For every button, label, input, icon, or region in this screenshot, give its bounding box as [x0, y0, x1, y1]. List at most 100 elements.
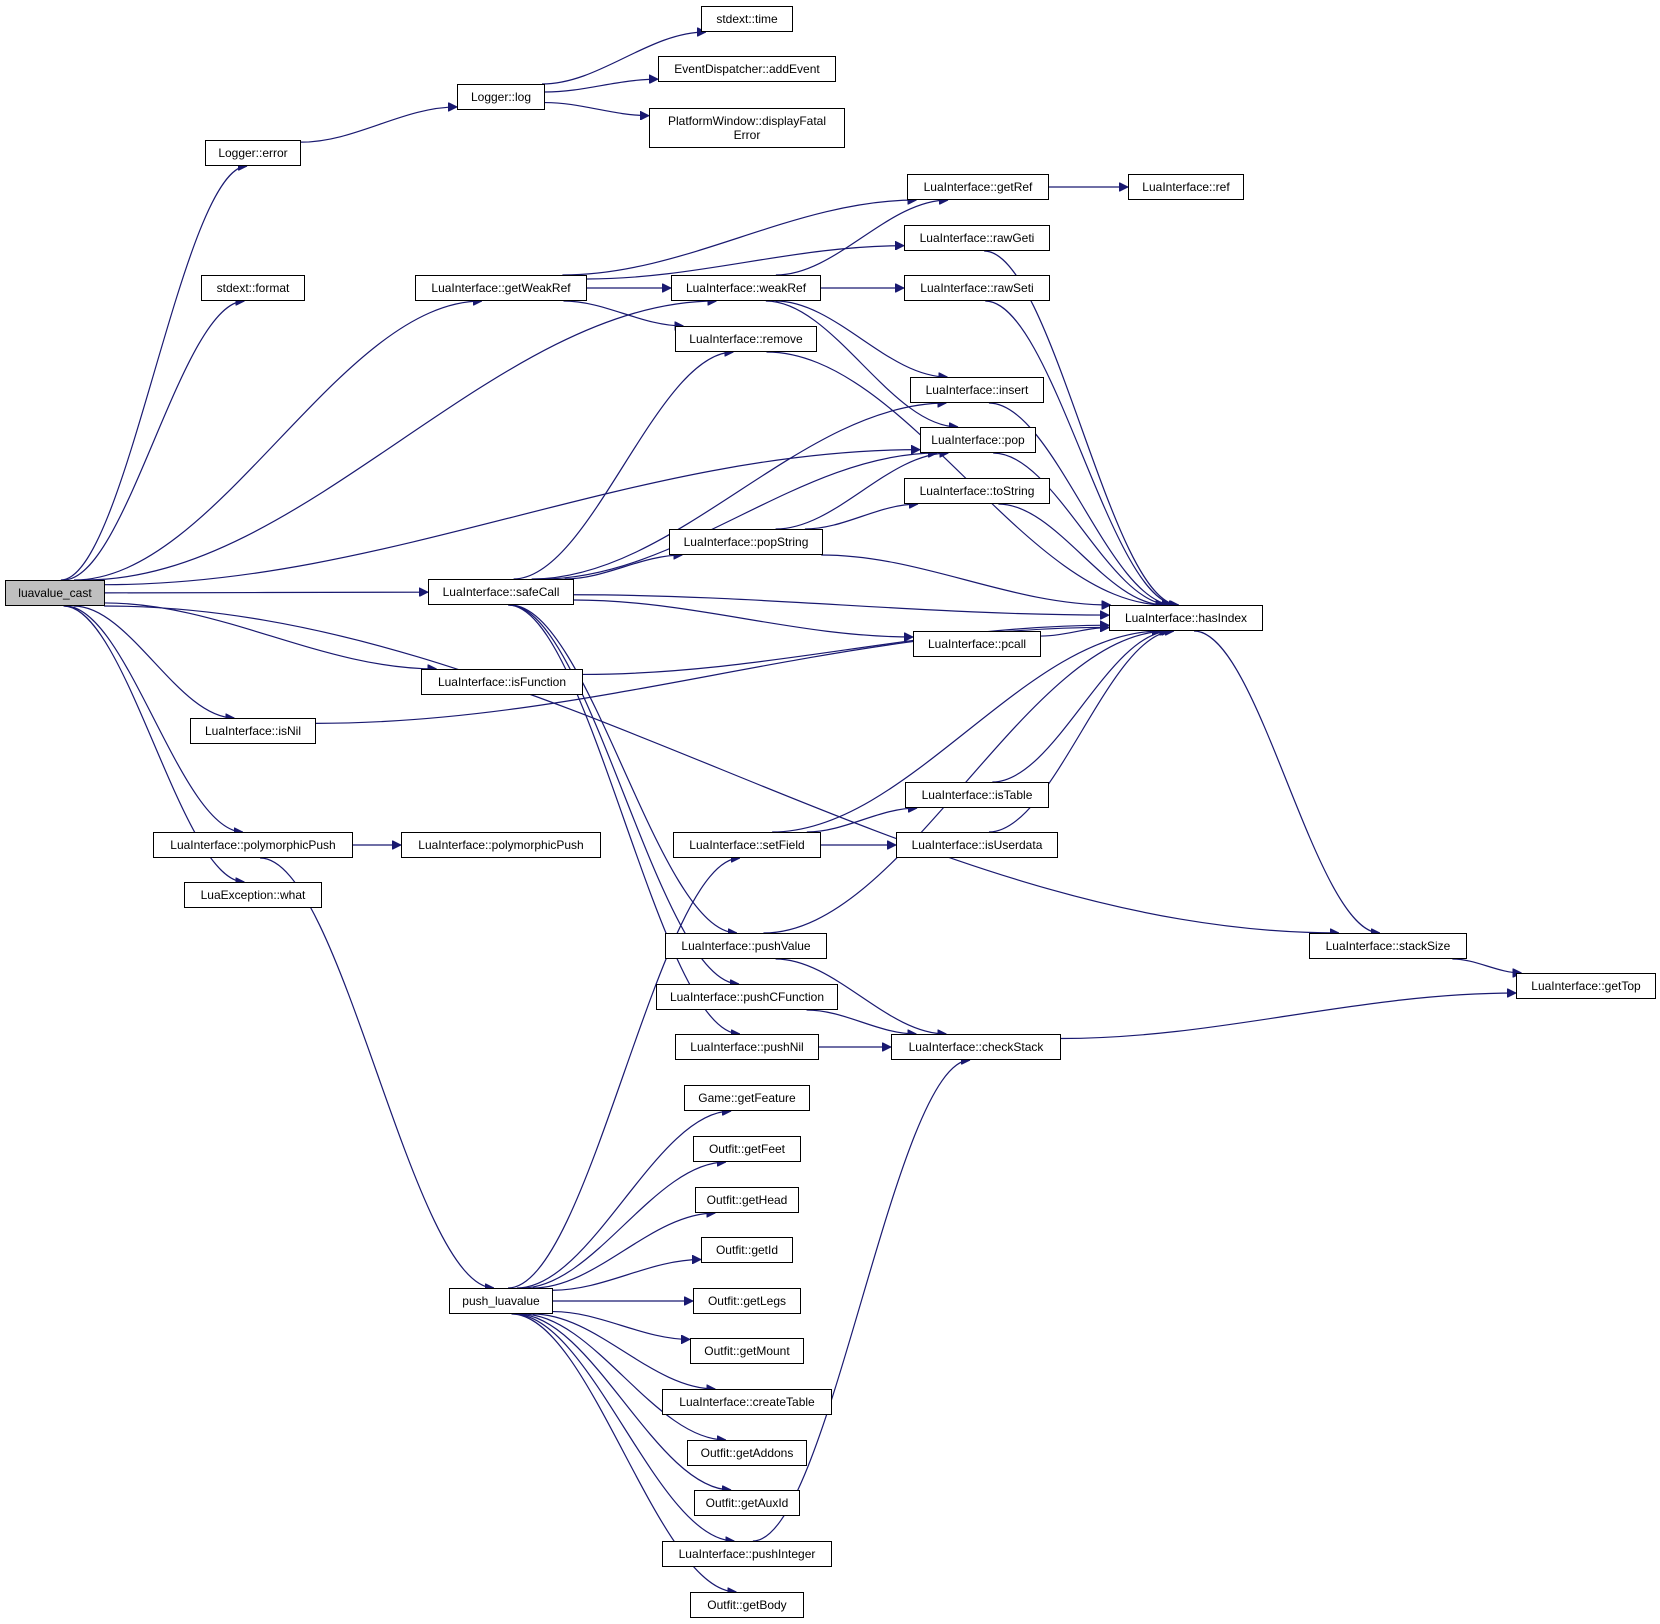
node-safecall[interactable]: LuaInterface::safeCall — [428, 579, 574, 605]
node-pp2[interactable]: LuaInterface::polymorphicPush — [401, 832, 601, 858]
edge-hasidx-to-ssize — [1194, 630, 1380, 933]
node-label: Outfit::getMount — [704, 1344, 790, 1358]
node-istable[interactable]: LuaInterface::isTable — [905, 782, 1049, 808]
node-fmt[interactable]: stdext::format — [201, 275, 305, 301]
node-auxid[interactable]: Outfit::getAuxId — [694, 1490, 800, 1516]
node-gwr[interactable]: LuaInterface::getWeakRef — [415, 275, 587, 301]
node-dfe[interactable]: PlatformWindow::displayFatal Error — [649, 108, 845, 148]
node-setfield[interactable]: LuaInterface::setField — [673, 832, 821, 858]
node-tostr[interactable]: LuaInterface::toString — [904, 478, 1050, 504]
edge-setfield-to-hasidx — [772, 631, 1161, 833]
node-label: LuaInterface::checkStack — [908, 1040, 1044, 1054]
node-label: LuaInterface::setField — [689, 838, 805, 852]
edge-wr-to-insert — [775, 300, 947, 377]
node-label: LuaInterface::pushNil — [690, 1040, 804, 1054]
node-what[interactable]: LuaException::what — [184, 882, 322, 908]
edge-pp1-to-pushlv — [260, 857, 494, 1288]
node-isnil[interactable]: LuaInterface::isNil — [190, 718, 316, 744]
node-logerr[interactable]: Logger::error — [205, 140, 301, 166]
edge-istable-to-hasidx — [992, 631, 1170, 783]
node-pushlv[interactable]: push_luavalue — [449, 1288, 553, 1314]
edge-pop-to-hasidx — [993, 452, 1171, 605]
node-wr[interactable]: LuaInterface::weakRef — [671, 275, 821, 301]
node-body[interactable]: Outfit::getBody — [690, 1592, 804, 1618]
node-addev[interactable]: EventDispatcher::addEvent — [658, 56, 836, 82]
edge-safecall-to-hasidx — [573, 594, 1109, 615]
edge-popstr-to-pop — [775, 453, 949, 530]
node-ssize[interactable]: LuaInterface::stackSize — [1309, 933, 1467, 959]
edge-pushcf-to-chkstack — [806, 1009, 917, 1034]
node-getid[interactable]: Outfit::getId — [701, 1237, 793, 1263]
edge-root-to-wr — [84, 301, 716, 581]
edge-safecall-to-pushcf — [508, 604, 739, 984]
node-pushnil[interactable]: LuaInterface::pushNil — [675, 1034, 819, 1060]
node-pushval[interactable]: LuaInterface::pushValue — [665, 933, 827, 959]
node-log[interactable]: Logger::log — [457, 84, 545, 110]
node-pp1[interactable]: LuaInterface::polymorphicPush — [153, 832, 353, 858]
node-mount[interactable]: Outfit::getMount — [690, 1338, 804, 1364]
node-label: LuaInterface::getRef — [923, 180, 1033, 194]
node-head[interactable]: Outfit::getHead — [695, 1187, 799, 1213]
edge-pushlv-to-setfield — [508, 858, 740, 1289]
edge-root-to-fmt — [63, 301, 244, 581]
edge-pushlv-to-addons — [522, 1313, 726, 1440]
edge-log-to-addev — [544, 79, 658, 93]
edge-pushlv-to-mount — [552, 1310, 690, 1340]
node-label: Outfit::getBody — [707, 1598, 787, 1612]
node-insert[interactable]: LuaInterface::insert — [910, 377, 1044, 403]
node-hasidx[interactable]: LuaInterface::hasIndex — [1109, 605, 1263, 631]
node-ctable[interactable]: LuaInterface::createTable — [662, 1389, 832, 1415]
edge-root-to-isnil — [73, 605, 235, 718]
node-getref[interactable]: LuaInterface::getRef — [907, 174, 1049, 200]
edge-pushlv-to-ctable — [532, 1313, 716, 1389]
node-popstr[interactable]: LuaInterface::popString — [669, 529, 823, 555]
node-pushcf[interactable]: LuaInterface::pushCFunction — [656, 984, 838, 1010]
edge-pushlv-to-pushint — [513, 1313, 735, 1541]
node-rawseti[interactable]: LuaInterface::rawSeti — [904, 275, 1050, 301]
node-label: stdext::time — [716, 12, 778, 26]
node-pop[interactable]: LuaInterface::pop — [920, 427, 1036, 453]
node-isud[interactable]: LuaInterface::isUserdata — [896, 832, 1058, 858]
node-rawgeti[interactable]: LuaInterface::rawGeti — [904, 225, 1050, 251]
node-pushint[interactable]: LuaInterface::pushInteger — [662, 1541, 832, 1567]
node-label: LuaInterface::ref — [1142, 180, 1230, 194]
node-time[interactable]: stdext::time — [701, 6, 793, 32]
edge-isfunc-to-hasidx — [582, 625, 1109, 676]
node-label: LuaInterface::isFunction — [437, 675, 567, 689]
node-label: LuaInterface::safeCall — [442, 585, 560, 599]
edge-log-to-time — [541, 32, 706, 85]
node-ref[interactable]: LuaInterface::ref — [1128, 174, 1244, 200]
node-label: LuaInterface::pcall — [927, 637, 1027, 651]
edge-wr-to-pop — [765, 300, 958, 427]
edge-pushval-to-chkstack — [775, 958, 947, 1034]
node-label: LuaInterface::isNil — [204, 724, 302, 738]
node-label: stdext::format — [216, 281, 290, 295]
node-legs[interactable]: Outfit::getLegs — [693, 1288, 801, 1314]
node-chkstack[interactable]: LuaInterface::checkStack — [891, 1034, 1061, 1060]
node-feature[interactable]: Game::getFeature — [684, 1085, 810, 1111]
node-label: Game::getFeature — [698, 1091, 796, 1105]
node-label: Outfit::getId — [715, 1243, 779, 1257]
node-remove[interactable]: LuaInterface::remove — [675, 326, 817, 352]
node-isfunc[interactable]: LuaInterface::isFunction — [421, 669, 583, 695]
edge-gwr-to-rawgeti — [586, 246, 904, 280]
node-label: LuaInterface::remove — [689, 332, 803, 346]
edge-root-to-gwr — [74, 301, 482, 581]
node-gettop[interactable]: LuaInterface::getTop — [1516, 973, 1656, 999]
edge-safecall-to-pushval — [509, 604, 737, 933]
node-label: Logger::error — [218, 146, 288, 160]
edge-rawseti-to-hasidx — [985, 300, 1178, 605]
node-label: Logger::log — [470, 90, 532, 104]
node-addons[interactable]: Outfit::getAddons — [687, 1440, 807, 1466]
node-label: LuaInterface::pop — [931, 433, 1025, 447]
node-label: LuaInterface::isUserdata — [911, 838, 1043, 852]
edge-pushlv-to-head — [532, 1213, 716, 1289]
node-root[interactable]: luavalue_cast — [5, 580, 105, 606]
node-pcall[interactable]: LuaInterface::pcall — [913, 631, 1041, 657]
edge-root-to-safecall — [104, 592, 428, 593]
edge-root-to-logerr — [60, 166, 247, 581]
node-label: LuaException::what — [200, 888, 306, 902]
node-feet[interactable]: Outfit::getFeet — [693, 1136, 801, 1162]
edge-root-to-what — [63, 605, 245, 882]
edge-safecall-to-pcall — [573, 599, 913, 637]
